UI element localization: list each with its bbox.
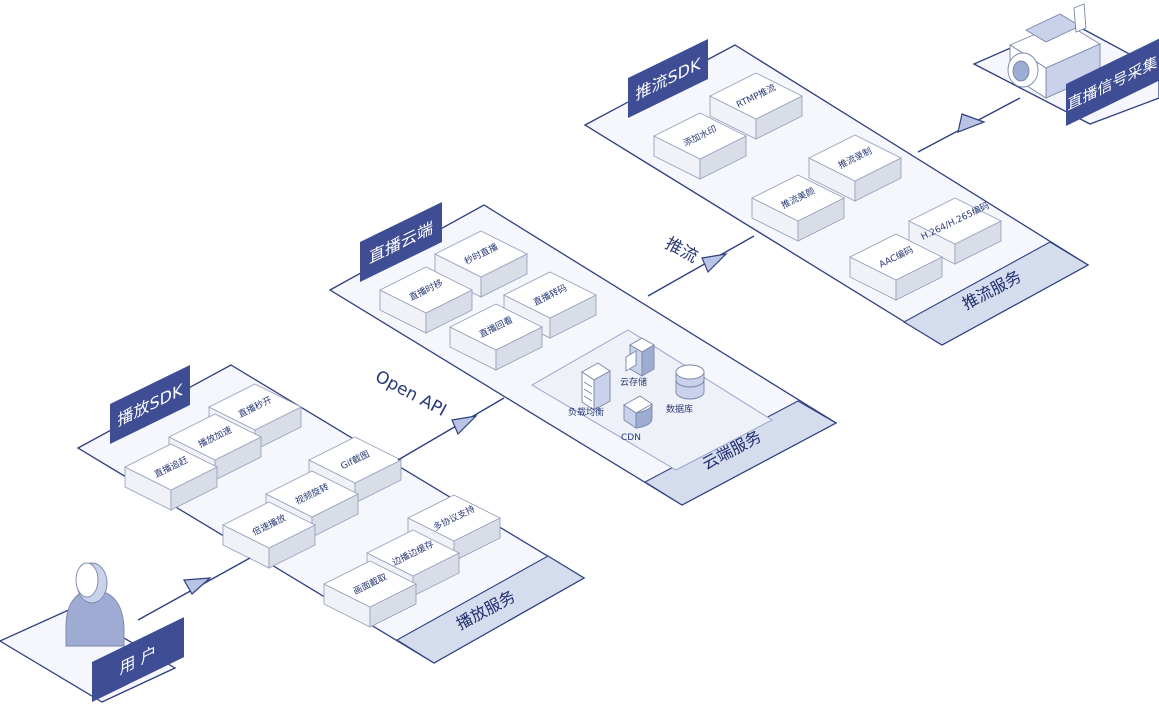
feature-box-push-2: 推流录制 — [807, 134, 903, 202]
flow-play-to-user — [137, 557, 251, 621]
feature-box-play-6: 多协议支持 — [406, 494, 502, 562]
feature-box-push-3: 推流美颜 — [750, 174, 846, 242]
load-balance-icon — [581, 362, 611, 411]
arrow-head-icon — [451, 415, 478, 436]
infra-zone — [531, 329, 774, 471]
user-tag: 用 户 — [92, 617, 184, 702]
cdn-label: CDN — [621, 433, 641, 443]
flow-push-label: 推流 — [662, 234, 701, 268]
camera-icon — [1007, 3, 1101, 99]
arrow-head-icon — [957, 113, 986, 133]
push-service-strip — [902, 241, 1090, 346]
feature-box-play-2: 直播追赶 — [123, 443, 219, 511]
feature-box-cloud-1: 直播时移 — [378, 266, 474, 334]
flow-push-to-cloud: 推流 — [647, 234, 755, 297]
database-icon — [675, 364, 705, 400]
arrow-head-icon — [701, 253, 728, 274]
capture-node: 直播信号采集 — [972, 3, 1159, 126]
feature-box-cloud-0: 秒时直播 — [433, 230, 529, 298]
cloud-service-strip — [643, 400, 838, 506]
cloud-platform: 云端服务 直播云端 秒时直播直播时移直播转码直播回看 负载均衡 云存储 — [328, 202, 838, 506]
arrow-head-icon — [183, 577, 212, 595]
feature-box-play-5: 倍速播放 — [221, 501, 317, 569]
cdn-icon — [623, 395, 653, 429]
feature-box-play-8: 画面截取 — [322, 560, 418, 628]
feature-box-cloud-3: 直播回看 — [448, 303, 544, 371]
flow-api-label: Open API — [372, 367, 450, 421]
feature-box-push-1: 添加水印 — [652, 112, 748, 180]
feature-box-push-0: RTMP推流 — [708, 72, 804, 140]
feature-box-push-5: AAC编码 — [848, 233, 944, 301]
load-balance-label: 负载均衡 — [568, 406, 604, 418]
cloud-storage-icon — [625, 337, 655, 377]
database-label: 数据库 — [666, 403, 693, 415]
cloud-storage-label: 云存储 — [620, 376, 647, 388]
user-icon — [65, 562, 125, 647]
user-node: 用 户 — [0, 562, 184, 703]
push-platform: 推流服务 推流SDK RTMP推流添加水印推流录制推流美颜H.264/H.265… — [583, 38, 1090, 346]
flow-capture-to-push — [917, 97, 1021, 153]
play-service-strip — [395, 555, 586, 664]
